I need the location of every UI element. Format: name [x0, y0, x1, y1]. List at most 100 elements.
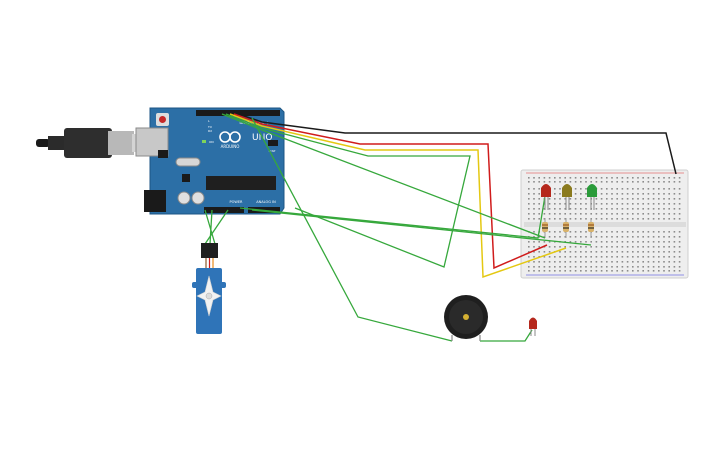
breadboard-hole[interactable] [678, 218, 681, 220]
breadboard-hole[interactable] [606, 266, 608, 268]
breadboard-hole[interactable] [611, 231, 613, 233]
breadboard-hole[interactable] [606, 241, 608, 243]
breadboard-hole[interactable] [543, 251, 546, 253]
breadboard-hole[interactable] [600, 188, 603, 190]
breadboard-hole[interactable] [611, 218, 613, 220]
breadboard-hole[interactable] [637, 266, 639, 268]
breadboard-hole[interactable] [569, 181, 572, 183]
breadboard-hole[interactable] [590, 181, 592, 183]
breadboard-hole[interactable] [647, 188, 650, 190]
breadboard-hole[interactable] [528, 181, 530, 183]
breadboard-hole[interactable] [585, 261, 587, 263]
breadboard-hole[interactable] [606, 261, 608, 263]
breadboard-hole[interactable] [652, 218, 655, 220]
breadboard-hole[interactable] [647, 181, 650, 183]
breadboard-hole[interactable] [632, 241, 634, 243]
breadboard-hole[interactable] [564, 251, 566, 253]
breadboard-hole[interactable] [668, 208, 670, 210]
breadboard-hole[interactable] [606, 208, 608, 210]
breadboard-hole[interactable] [574, 266, 577, 268]
breadboard-hole[interactable] [590, 261, 592, 263]
breadboard-hole[interactable] [600, 266, 603, 268]
breadboard-hole[interactable] [611, 177, 613, 179]
breadboard-hole[interactable] [543, 203, 546, 205]
breadboard-hole[interactable] [559, 203, 561, 205]
breadboard-hole[interactable] [632, 203, 634, 205]
breadboard-hole[interactable] [554, 213, 556, 215]
breadboard-hole[interactable] [590, 177, 592, 179]
breadboard-hole[interactable] [554, 188, 556, 190]
breadboard-hole[interactable] [652, 177, 655, 179]
wire-red[interactable] [233, 113, 548, 270]
breadboard-hole[interactable] [673, 213, 676, 215]
breadboard-hole[interactable] [533, 181, 535, 183]
breadboard-hole[interactable] [621, 236, 624, 238]
breadboard-hole[interactable] [600, 236, 603, 238]
breadboard-hole[interactable] [626, 188, 629, 190]
breadboard-hole[interactable] [663, 213, 665, 215]
breadboard-hole[interactable] [538, 213, 540, 215]
breadboard-hole[interactable] [616, 193, 618, 195]
breadboard-hole[interactable] [663, 266, 665, 268]
wire-yellow[interactable] [229, 113, 567, 279]
breadboard-hole[interactable] [559, 177, 561, 179]
breadboard-hole[interactable] [626, 177, 629, 179]
breadboard-hole[interactable] [543, 208, 546, 210]
breadboard-hole[interactable] [559, 198, 561, 200]
breadboard-hole[interactable] [626, 256, 629, 258]
breadboard-hole[interactable] [585, 188, 587, 190]
breadboard-hole[interactable] [678, 231, 681, 233]
breadboard-hole[interactable] [663, 193, 665, 195]
breadboard-hole[interactable] [533, 218, 535, 220]
breadboard-hole[interactable] [626, 236, 629, 238]
breadboard-hole[interactable] [678, 256, 681, 258]
breadboard-hole[interactable] [663, 218, 665, 220]
breadboard-hole[interactable] [621, 261, 624, 263]
breadboard-hole[interactable] [606, 198, 608, 200]
breadboard-hole[interactable] [564, 256, 566, 258]
breadboard-hole[interactable] [580, 251, 582, 253]
breadboard-hole[interactable] [652, 246, 655, 248]
breadboard-hole[interactable] [538, 236, 540, 238]
breadboard-hole[interactable] [538, 270, 540, 272]
breadboard-hole[interactable] [616, 203, 618, 205]
breadboard-hole[interactable] [590, 266, 592, 268]
breadboard-hole[interactable] [632, 251, 634, 253]
breadboard-hole[interactable] [673, 246, 676, 248]
breadboard-hole[interactable] [543, 270, 546, 272]
breadboard-hole[interactable] [642, 241, 644, 243]
breadboard-hole[interactable] [611, 198, 613, 200]
breadboard-hole[interactable] [621, 213, 624, 215]
breadboard-hole[interactable] [564, 181, 566, 183]
breadboard-hole[interactable] [543, 218, 546, 220]
breadboard-hole[interactable] [658, 256, 660, 258]
breadboard-hole[interactable] [637, 181, 639, 183]
breadboard-hole[interactable] [637, 270, 639, 272]
breadboard-hole[interactable] [647, 218, 650, 220]
breadboard-hole[interactable] [559, 231, 561, 233]
breadboard-hole[interactable] [673, 188, 676, 190]
breadboard-hole[interactable] [673, 198, 676, 200]
breadboard-hole[interactable] [548, 177, 551, 179]
breadboard-hole[interactable] [580, 246, 582, 248]
breadboard-hole[interactable] [600, 203, 603, 205]
breadboard-hole[interactable] [569, 213, 572, 215]
breadboard-hole[interactable] [668, 231, 670, 233]
breadboard-hole[interactable] [663, 198, 665, 200]
breadboard-hole[interactable] [658, 188, 660, 190]
breadboard-hole[interactable] [574, 241, 577, 243]
breadboard-hole[interactable] [658, 261, 660, 263]
wire-green-3[interactable] [251, 209, 592, 246]
breadboard-hole[interactable] [580, 181, 582, 183]
breadboard-hole[interactable] [652, 266, 655, 268]
breadboard-hole[interactable] [647, 256, 650, 258]
breadboard-hole[interactable] [673, 193, 676, 195]
breadboard-hole[interactable] [647, 261, 650, 263]
breadboard-hole[interactable] [595, 266, 598, 268]
breadboard-hole[interactable] [616, 218, 618, 220]
breadboard-hole[interactable] [611, 213, 613, 215]
breadboard-hole[interactable] [538, 208, 540, 210]
breadboard-hole[interactable] [626, 208, 629, 210]
led-standalone-red[interactable] [529, 317, 537, 337]
wire-green-2[interactable] [221, 113, 546, 239]
